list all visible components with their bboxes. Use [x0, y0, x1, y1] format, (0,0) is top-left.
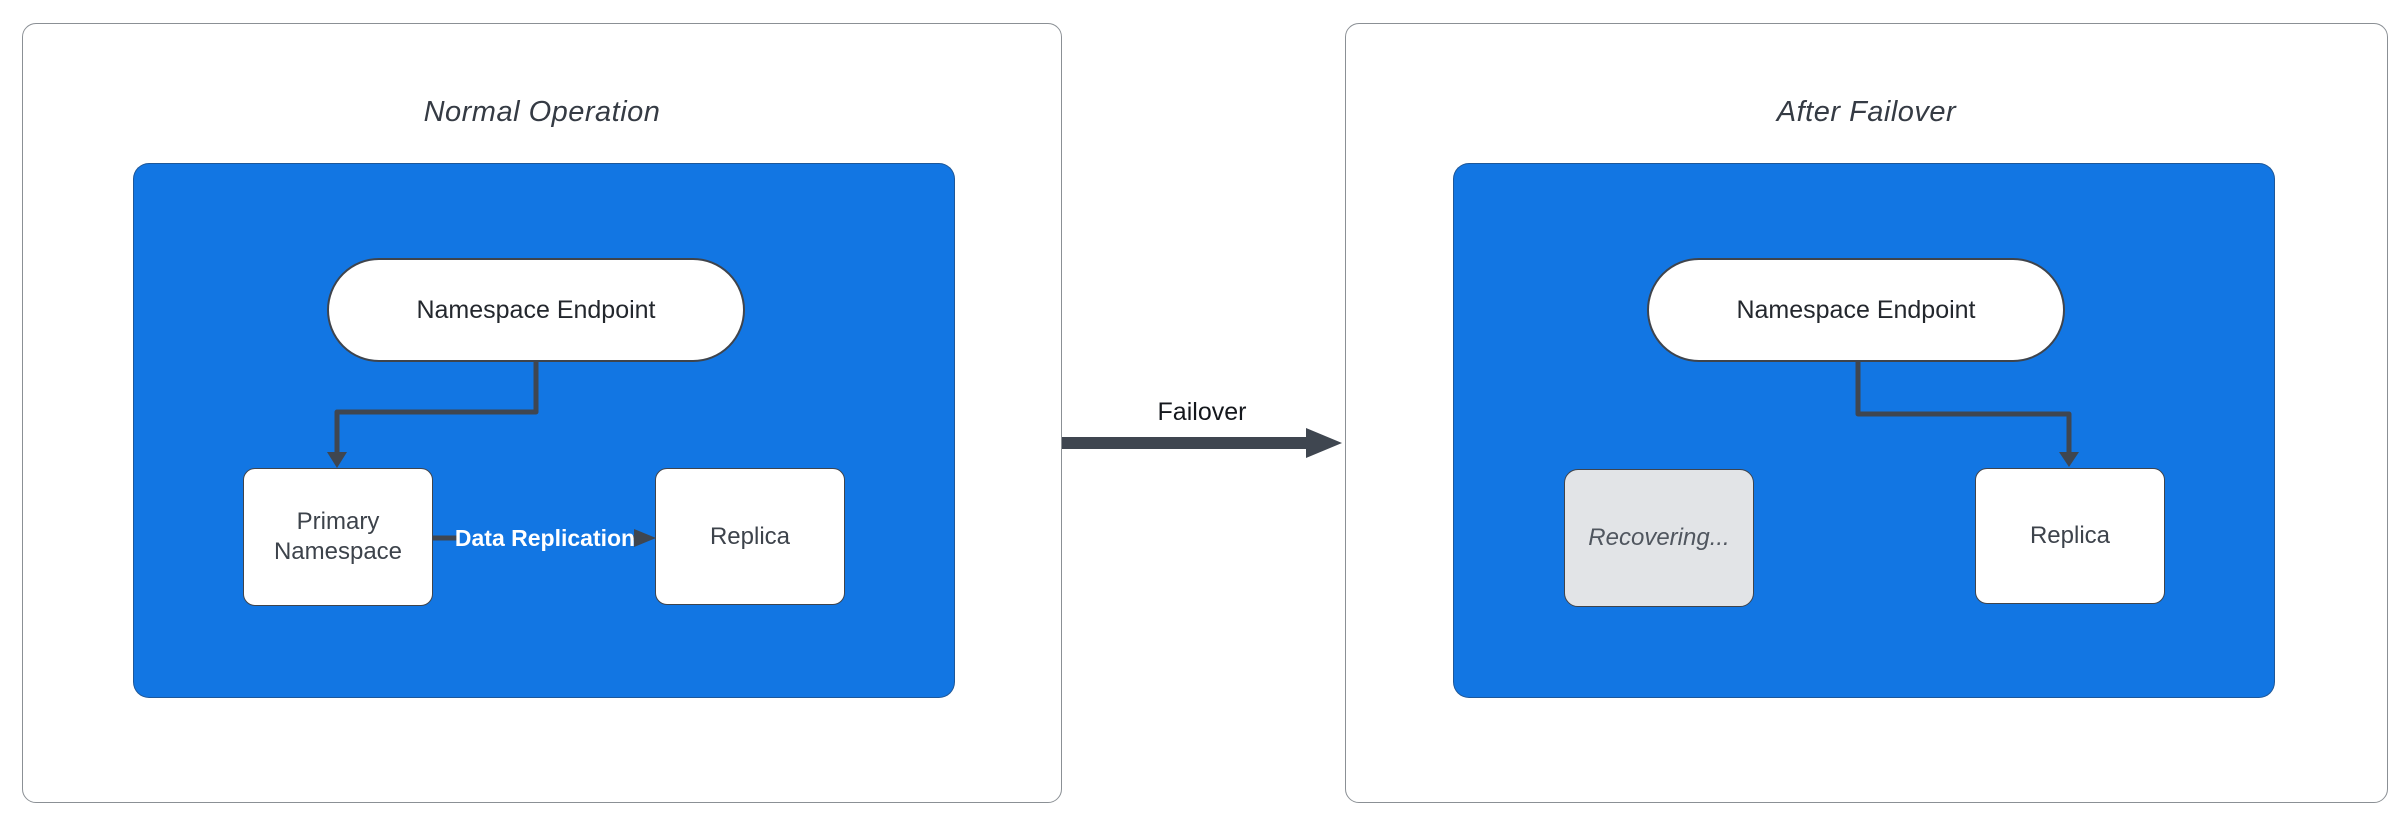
endpoint-to-replica-arrowhead [2059, 452, 2079, 467]
namespace-endpoint-label: Namespace Endpoint [416, 295, 656, 324]
endpoint-to-primary-connector [334, 362, 539, 454]
namespace-container-failover: Namespace Endpoint Recovering... Replica [1453, 163, 2275, 698]
primary-namespace-node: Primary Namespace [243, 468, 433, 606]
normal-operation-panel: Normal Operation Namespace Endpoint Prim… [22, 23, 1062, 803]
recovering-node: Recovering... [1564, 469, 1754, 607]
after-failover-title: After Failover [1776, 96, 1957, 128]
recovering-label: Recovering... [1588, 524, 1730, 551]
data-replication-arrowhead [634, 529, 656, 547]
namespace-container-normal: Namespace Endpoint Primary Namespace Rep… [133, 163, 955, 698]
normal-connectors [327, 362, 656, 547]
namespace-endpoint-node-normal: Namespace Endpoint [327, 258, 745, 362]
failover-arrowhead [1306, 428, 1342, 458]
namespace-endpoint-label: Namespace Endpoint [1736, 295, 1976, 324]
normal-operation-title: Normal Operation [423, 96, 661, 128]
endpoint-to-primary-arrowhead [327, 452, 347, 468]
data-replication-label: Data Replication [454, 524, 636, 552]
after-failover-panel: After Failover Namespace Endpoint Recove… [1345, 23, 2388, 803]
failover-label: Failover [1157, 398, 1247, 426]
endpoint-to-replica-connector [1855, 362, 2072, 454]
primary-namespace-label: Primary Namespace [273, 508, 403, 565]
replica-node-normal: Replica [655, 468, 845, 605]
failover-connectors [1855, 362, 2079, 467]
namespace-endpoint-node-failover: Namespace Endpoint [1647, 258, 2065, 362]
replica-node-failover: Replica [1975, 468, 2165, 604]
replica-label: Replica [2029, 522, 2111, 549]
replica-label: Replica [709, 522, 791, 550]
